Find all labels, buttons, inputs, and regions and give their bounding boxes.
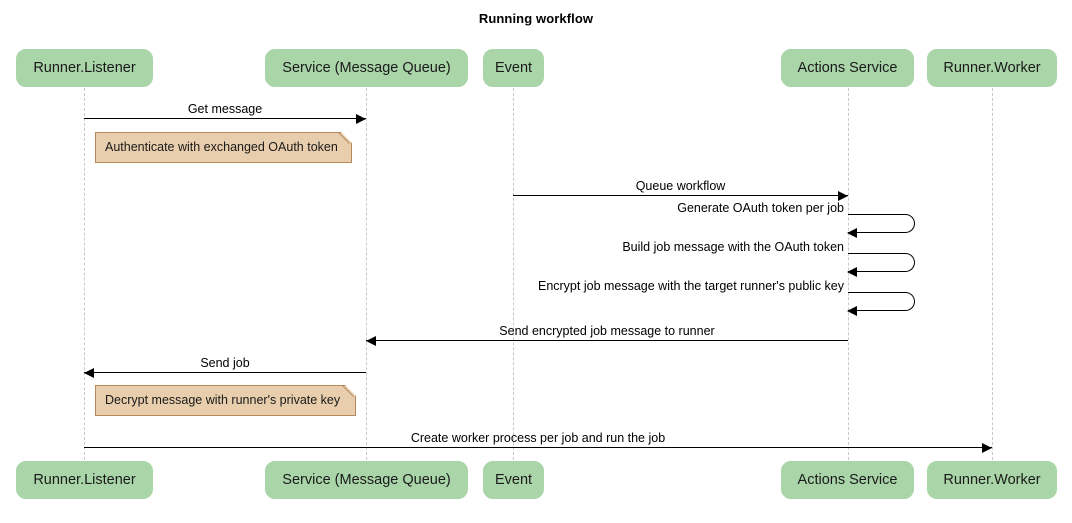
arrowhead-encrypt-job-message-public-key [847,306,857,316]
participant-label: Service (Message Queue) [282,60,451,76]
page-title: Running workflow [478,11,594,26]
participant-top-event[interactable]: Event [483,49,544,87]
note-authenticate-with-exchanged-oauth-token: Authenticate with exchanged OAuth token [95,132,352,163]
lifeline-event [513,88,514,460]
message-label-create-worker-process-per-job: Create worker process per job and run th… [410,431,666,445]
lifeline-service-message-queue [366,88,367,460]
note-fold-edge [337,132,352,147]
participant-label: Runner.Worker [943,60,1041,76]
arrowhead-generate-oauth-token-per-job [847,228,857,238]
arrowhead-build-job-message-with-oauth-token [847,267,857,277]
participant-bottom-runner-worker[interactable]: Runner.Worker [927,461,1057,499]
message-label-build-job-message-with-oauth-token: Build job message with the OAuth token [622,240,844,254]
self-message-encrypt-job-message-public-key [848,292,915,311]
participant-label: Actions Service [797,60,898,76]
participant-label: Event [494,60,533,76]
participant-top-service-message-queue[interactable]: Service (Message Queue) [265,49,468,87]
message-line-queue-workflow [513,195,848,196]
message-line-create-worker-process-per-job [84,447,992,448]
message-label-generate-oauth-token-per-job: Generate OAuth token per job [677,201,844,215]
message-label-send-job: Send job [200,356,250,370]
lifeline-runner-worker [992,88,993,460]
message-label-encrypt-job-message-public-key: Encrypt job message with the target runn… [537,279,844,293]
participant-label: Runner.Listener [33,472,136,488]
arrowhead-send-encrypted-job-message-to-runner [366,336,376,346]
participant-label: Runner.Listener [33,60,136,76]
message-line-get-message [84,118,366,119]
arrowhead-send-job [84,368,94,378]
message-label-queue-workflow: Queue workflow [635,179,726,193]
participant-bottom-runner-listener[interactable]: Runner.Listener [16,461,153,499]
participant-top-runner-worker[interactable]: Runner.Worker [927,49,1057,87]
message-label-get-message: Get message [187,102,263,116]
message-line-send-encrypted-job-message-to-runner [366,340,848,341]
participant-label: Runner.Worker [943,472,1041,488]
note-decrypt-message-with-runners-private-key: Decrypt message with runner's private ke… [95,385,356,416]
message-label-send-encrypted-job-message-to-runner: Send encrypted job message to runner [499,324,715,338]
self-message-generate-oauth-token-per-job [848,214,915,233]
participant-bottom-service-message-queue[interactable]: Service (Message Queue) [265,461,468,499]
note-fold-edge [341,385,356,400]
participant-bottom-event[interactable]: Event [483,461,544,499]
note-label: Decrypt message with runner's private ke… [105,393,341,407]
participant-label: Event [494,472,533,488]
participant-top-actions-service[interactable]: Actions Service [781,49,914,87]
message-line-send-job [84,372,366,373]
self-message-build-job-message-with-oauth-token [848,253,915,272]
lifeline-runner-listener [84,88,85,460]
note-label: Authenticate with exchanged OAuth token [105,140,338,154]
participant-label: Actions Service [797,472,898,488]
participant-top-runner-listener[interactable]: Runner.Listener [16,49,153,87]
participant-label: Service (Message Queue) [282,472,451,488]
arrowhead-get-message [356,114,366,124]
arrowhead-create-worker-process-per-job [982,443,992,453]
participant-bottom-actions-service[interactable]: Actions Service [781,461,914,499]
arrowhead-queue-workflow [838,191,848,201]
